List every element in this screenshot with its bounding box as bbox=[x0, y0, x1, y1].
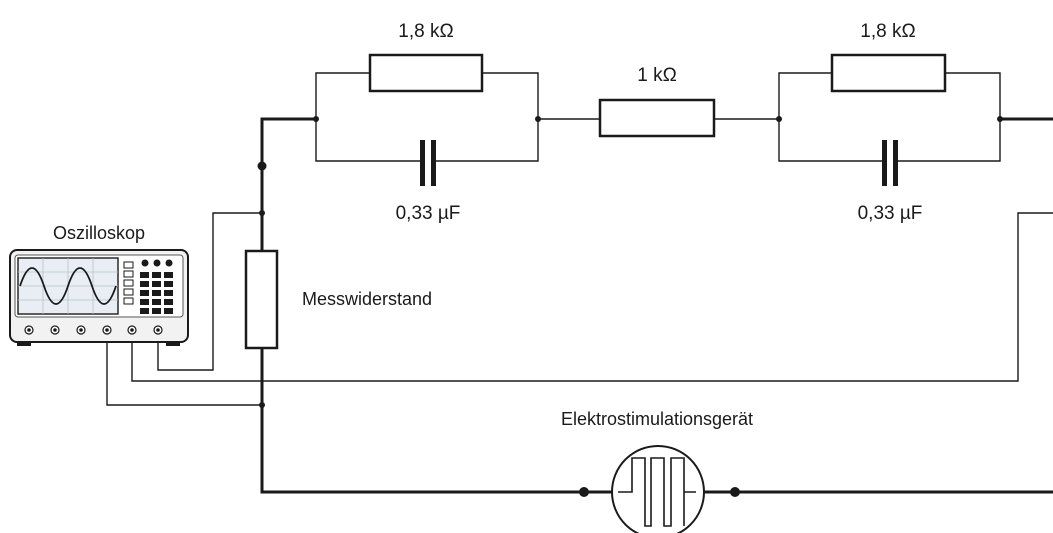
rc1-top-left-wire bbox=[315, 72, 370, 119]
rc2-bottom-wire-right bbox=[896, 119, 1001, 162]
junction-dots bbox=[257, 116, 1003, 497]
oscilloscope-side-buttons bbox=[123, 261, 134, 305]
junction-dot bbox=[259, 210, 265, 216]
r2-value-label: 1 kΩ bbox=[637, 65, 677, 86]
c1-value-label: 0,33 µF bbox=[396, 203, 461, 224]
resistor-r1 bbox=[368, 53, 484, 93]
oscilloscope-device bbox=[9, 249, 189, 346]
r3-value-label: 1,8 kΩ bbox=[860, 21, 915, 42]
oscilloscope-label: Oszilloskop bbox=[53, 223, 145, 243]
resistor-r2 bbox=[598, 98, 716, 138]
r1-value-label: 1,8 kΩ bbox=[398, 21, 453, 42]
oscilloscope-input-connectors bbox=[24, 325, 163, 335]
rc1-bottom-wire-right bbox=[434, 119, 539, 162]
rc2-bottom-wire bbox=[778, 119, 884, 162]
shunt-resistor-symbol bbox=[244, 249, 279, 350]
rc2-top-right-wire bbox=[945, 72, 1001, 119]
oscilloscope-knobs bbox=[141, 259, 173, 267]
pulse-waveform-icon bbox=[618, 457, 696, 527]
stimulator-symbol bbox=[611, 445, 705, 533]
capacitor-c2 bbox=[882, 140, 898, 186]
junction-dot bbox=[997, 116, 1003, 122]
rc1-top-right-wire bbox=[482, 72, 539, 119]
capacitor-c1 bbox=[420, 140, 436, 186]
stimulator-label: Elektrostimulationsgerät bbox=[561, 409, 753, 429]
junction-dot bbox=[313, 116, 319, 122]
junction-dot bbox=[259, 402, 265, 408]
rc2-top-left-wire bbox=[778, 72, 832, 119]
probe-wire-1 bbox=[157, 212, 262, 371]
sine-wave-icon bbox=[19, 267, 117, 305]
junction-dot bbox=[257, 161, 267, 171]
junction-dot bbox=[730, 487, 740, 497]
oscilloscope-keypad bbox=[140, 272, 173, 314]
probe-wire-3 bbox=[106, 334, 262, 406]
resistor-r3 bbox=[830, 53, 947, 93]
shunt-resistor-label: Messwiderstand bbox=[302, 289, 432, 309]
probe-wire-2 bbox=[131, 212, 1053, 382]
junction-dot bbox=[535, 116, 541, 122]
junction-dot bbox=[776, 116, 782, 122]
c2-value-label: 0,33 µF bbox=[858, 203, 923, 224]
branch-wiring bbox=[106, 72, 1053, 406]
junction-dot bbox=[579, 487, 589, 497]
rc1-bottom-wire bbox=[315, 119, 422, 162]
oscilloscope-screen bbox=[17, 257, 119, 315]
